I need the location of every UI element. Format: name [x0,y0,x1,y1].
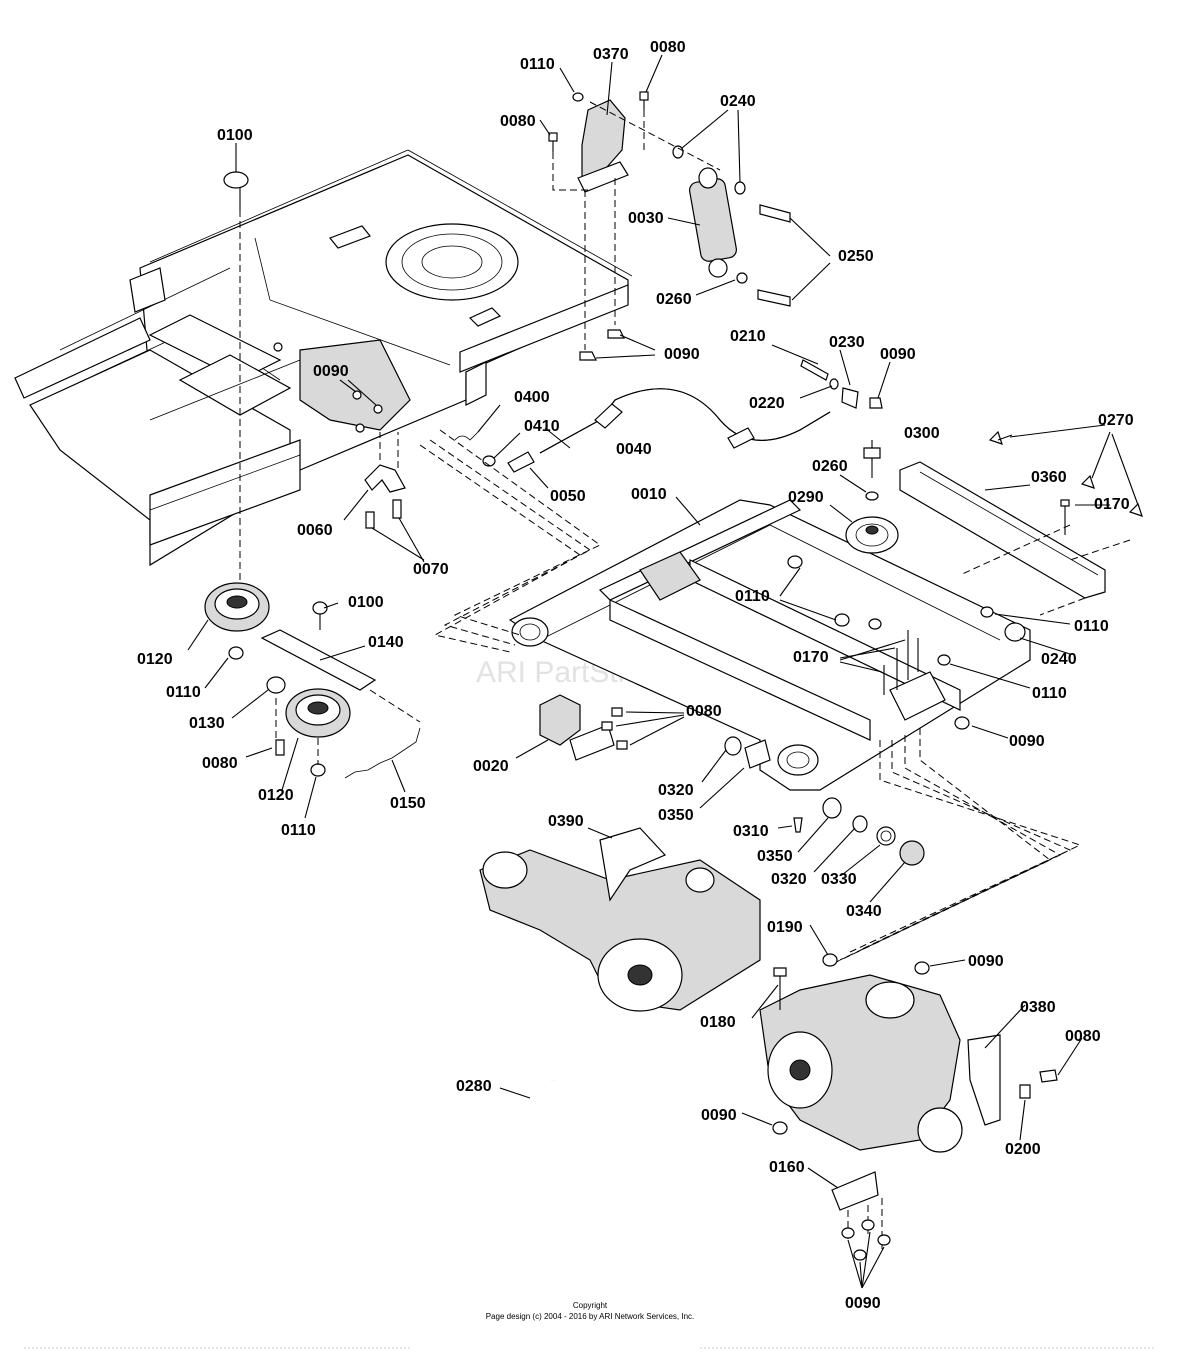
callout-0110: 0110 [520,56,555,73]
callout-0260: 0260 [812,458,848,475]
callout-labels: 0370 0080 0110 0080 0240 0030 0250 0260 … [137,39,1134,1312]
callout-0020: 0020 [473,758,509,775]
callout-0310: 0310 [733,823,769,840]
callout-0110: 0110 [1074,618,1109,635]
callout-0240: 0240 [720,93,756,110]
callout-0130: 0130 [189,715,225,732]
callout-0080: 0080 [500,113,536,130]
callout-0080: 0080 [650,39,686,56]
callout-0250: 0250 [838,248,874,265]
callout-0350: 0350 [757,848,793,865]
cable-assembly [364,359,883,529]
callout-0030: 0030 [628,210,664,227]
callout-0390: 0390 [548,813,584,830]
callout-0270: 0270 [1098,412,1134,429]
callout-0090: 0090 [880,346,916,363]
callout-0260: 0260 [656,291,692,308]
callout-0240: 0240 [1041,651,1077,668]
callout-0010: 0010 [631,486,667,503]
callout-0190: 0190 [767,919,803,936]
footer-page-design: Page design (c) 2004 - 2016 by ARI Netwo… [485,1312,695,1321]
callout-0170: 0170 [1094,496,1130,513]
callout-0340: 0340 [846,903,882,920]
seat-spring-assembly [548,91,791,361]
callout-0400: 0400 [514,389,550,406]
callout-0280: 0280 [456,1078,492,1095]
idler-assembly [204,171,421,779]
callout-0180: 0180 [700,1014,736,1031]
callout-0070: 0070 [413,561,449,578]
transaxle-left [479,827,761,1012]
callout-0060: 0060 [297,522,333,539]
callout-0120: 0120 [258,787,294,804]
callout-0410: 0410 [524,418,560,435]
callout-0080: 0080 [1065,1028,1101,1045]
sub-frame [419,429,1143,966]
callout-0110: 0110 [166,684,201,701]
footer-copyright: Copyright [572,1301,608,1310]
callout-0170: 0170 [793,649,829,666]
callout-0140: 0140 [368,634,404,651]
callout-0110: 0110 [281,822,316,839]
callout-0110: 0110 [1032,685,1067,702]
callout-0090: 0090 [313,363,349,380]
callout-0150: 0150 [390,795,426,812]
chassis-frame [14,149,633,567]
drive-belt [370,1078,745,1292]
callout-0090: 0090 [701,1107,737,1124]
callout-0100: 0100 [217,127,253,144]
callout-0300: 0300 [904,425,940,442]
leader-lines [187,54,1139,1289]
callout-0090: 0090 [1009,733,1045,750]
callout-0370: 0370 [593,46,629,63]
callout-0090: 0090 [845,1295,881,1312]
callout-0050: 0050 [550,488,586,505]
callout-0160: 0160 [769,1159,805,1176]
callout-0290: 0290 [788,489,824,506]
callout-0080: 0080 [202,755,238,772]
callout-0040: 0040 [616,441,652,458]
callout-0330: 0330 [821,871,857,888]
callout-0200: 0200 [1005,1141,1041,1158]
callout-0090: 0090 [968,953,1004,970]
callout-0110: 0110 [735,588,770,605]
callout-0320: 0320 [658,782,694,799]
transaxle-right [759,953,1058,1261]
callout-0360: 0360 [1031,469,1067,486]
callout-0090: 0090 [664,346,700,363]
callout-0350: 0350 [658,807,694,824]
callout-0080: 0080 [686,703,722,720]
callout-0230: 0230 [829,334,865,351]
callout-0120: 0120 [137,651,173,668]
callout-0100: 0100 [348,594,384,611]
callout-0220: 0220 [749,395,785,412]
callout-0320: 0320 [771,871,807,888]
callout-0380: 0380 [1020,999,1056,1016]
callout-0210: 0210 [730,328,766,345]
